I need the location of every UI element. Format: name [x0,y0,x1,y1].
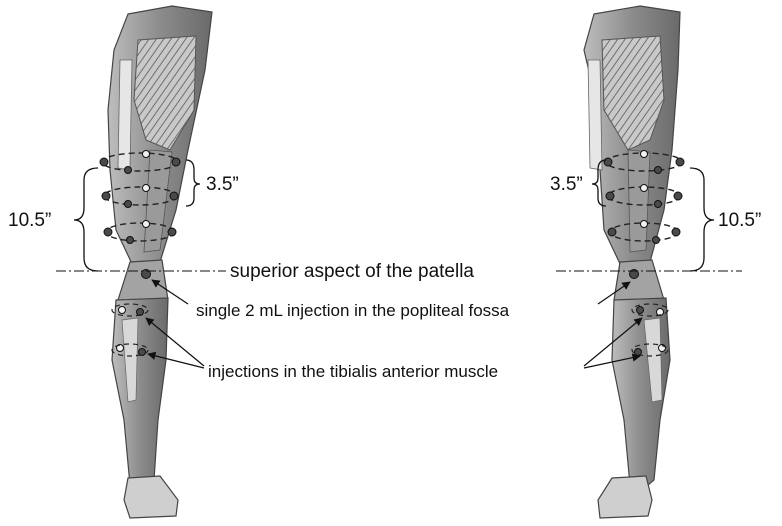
injection-point [104,228,112,236]
injection-point [641,221,648,228]
injection-point [125,201,132,208]
injection-point [655,201,662,208]
injection-point [606,192,614,200]
reference-line-label: superior aspect of the patella [230,261,474,282]
popliteal-callout-label: single 2 mL injection in the popliteal f… [196,301,510,320]
tibialis-injection-point [637,307,644,314]
right-small-measure-label: 3.5” [550,174,583,195]
tibialis-injection-point [659,345,666,352]
injection-point [604,158,612,166]
injection-point [168,228,176,236]
injection-point [676,158,684,166]
injection-point [102,192,110,200]
injection-point [641,185,648,192]
right-large-measure-label: 10.5” [718,210,761,231]
tibialis-injection-point [139,349,146,356]
left-calf [112,298,168,490]
left-foot [124,476,178,518]
injection-point [608,228,616,236]
injection-point [170,192,178,200]
left-small-brace [186,160,200,206]
injection-point [143,185,150,192]
right-leg-illustration [584,6,680,518]
injection-point [143,151,150,158]
right-large-brace [690,168,714,271]
tibialis-callout-label: injections in the tibialis anterior musc… [208,362,498,381]
injection-point [653,237,660,244]
injection-point [125,167,132,174]
right-foot [598,476,652,518]
injection-point [143,221,150,228]
tibialis-injection-point [119,307,126,314]
left-large-measure-label: 10.5” [8,210,51,231]
left-leg-illustration [108,6,212,518]
left-large-brace [74,168,98,271]
left-small-measure-label: 3.5” [206,174,239,195]
injection-point [655,167,662,174]
injection-point [641,151,648,158]
injection-point [100,158,108,166]
injection-point [172,158,180,166]
injection-point [127,237,134,244]
injection-point [674,192,682,200]
injection-point [672,228,680,236]
